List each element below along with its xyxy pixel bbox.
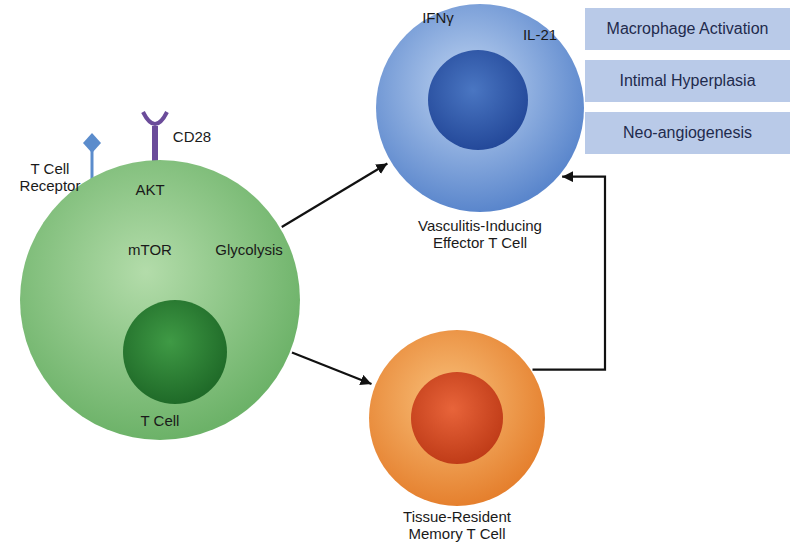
connector-arrow	[282, 164, 388, 227]
effect-box: Intimal Hyperplasia	[585, 60, 790, 102]
cell-nucleus	[123, 300, 227, 404]
pathway-label: mTOR	[122, 241, 178, 258]
pathway-label: AKT	[125, 181, 175, 198]
pathway-label: Glycolysis	[208, 241, 290, 258]
cell-body	[376, 4, 584, 212]
cytokine-label: IL-21	[515, 26, 565, 43]
cell-nucleus	[428, 50, 528, 150]
receptor-label: T Cell Receptor	[12, 160, 88, 195]
effect-box: Neo-angiogenesis	[585, 112, 790, 154]
effect-box: Macrophage Activation	[585, 8, 790, 50]
cell-name: Vasculitis-Inducing Effector T Cell	[395, 217, 565, 252]
receptor-diamond	[83, 133, 101, 153]
box-label: Neo-angiogenesis	[623, 124, 752, 142]
cell-shape	[369, 330, 545, 506]
cell-name: Tissue-Resident Memory T Cell	[392, 508, 522, 543]
cd28-cup	[143, 112, 167, 124]
box-label: Macrophage Activation	[607, 20, 769, 38]
t-cell: T Cell	[20, 160, 300, 440]
cytokine-label: IFNγ	[412, 9, 464, 26]
cell-nucleus	[411, 372, 503, 464]
receptor-label: CD28	[162, 128, 222, 145]
connector-arrow	[532, 177, 605, 370]
cell-name: T Cell	[100, 412, 220, 429]
connector-arrow	[292, 352, 372, 384]
cell-body	[20, 160, 300, 440]
memory-t-cell: Tissue-Resident Memory T Cell	[369, 330, 545, 506]
box-label: Intimal Hyperplasia	[619, 72, 755, 90]
cell-body	[369, 330, 545, 506]
cell-shape	[20, 160, 300, 440]
